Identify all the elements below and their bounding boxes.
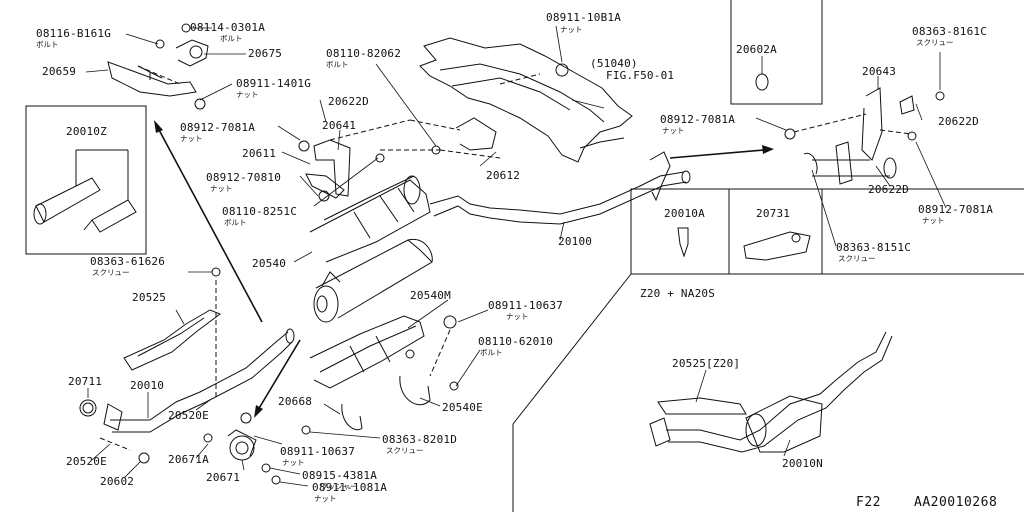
part-label-20100: 20100 — [558, 235, 593, 248]
direction-arrows — [154, 120, 774, 418]
part-label-08912-7081a: 08912-7081A — [660, 113, 736, 126]
annotation-screw: スクリュー — [916, 38, 954, 47]
part-label-20711: 20711 — [68, 375, 103, 388]
part-label-20540: 20540 — [252, 257, 287, 270]
part-label-20622d: 20622D — [328, 95, 369, 108]
part-label-08110-62010: 08110-62010 — [478, 335, 554, 348]
part-label-20659: 20659 — [42, 65, 77, 78]
reference-dashed-lines — [99, 65, 913, 451]
part-label-08915-4381a: 08915-4381A — [302, 469, 378, 482]
tail-pipe-20100 — [429, 151, 691, 225]
annotation-nut: ナット — [210, 184, 233, 193]
part-label-20520e: 20520E — [66, 455, 107, 468]
bracket-20731 — [743, 231, 811, 261]
inset-box-left — [25, 105, 147, 255]
part-label-08116-b161g: 08116-B161G — [36, 27, 112, 40]
part-label-08911-1401g: 08911-1401G — [236, 77, 312, 90]
annotation-screw: スクリュー — [386, 446, 424, 455]
nut-20602a — [755, 73, 769, 91]
annotation-nut: ナット — [314, 494, 337, 503]
part-label-20675: 20675 — [248, 47, 283, 60]
part-label-08911-10637: 08911-10637 — [280, 445, 356, 458]
hanger-assembly-20643 — [803, 87, 915, 185]
model-code: F22 — [856, 495, 881, 510]
leader-lines — [85, 25, 947, 487]
heat-insulator-20540 — [309, 175, 431, 263]
part-label-20643: 20643 — [862, 65, 897, 78]
annotation-bolt: ボルト — [220, 34, 243, 43]
inset-box-top-right — [730, 0, 823, 105]
part-label-20622d: 20622D — [938, 115, 979, 128]
heat-insulator-20525 — [123, 309, 222, 371]
annotation-nut: ナット — [662, 126, 685, 135]
part-label-20602a: 20602A — [736, 43, 777, 56]
sealant-tubes-20010z — [33, 149, 137, 233]
annotation-nut: ナット — [180, 134, 203, 143]
annotation-bolt: ボルト — [326, 60, 349, 69]
part-label-20010: 20010 — [130, 379, 165, 392]
part-label-20520e: 20520E — [168, 409, 209, 422]
annotation-bolt: ボルト — [480, 348, 503, 357]
part-label-20611: 20611 — [242, 147, 277, 160]
part-label-51040: (51040) — [590, 57, 638, 70]
hanger-bracket-20659 — [107, 39, 209, 97]
part-label-08363-61626: 08363-61626 — [90, 255, 166, 268]
part-label-20731: 20731 — [756, 207, 791, 220]
part-label-08912-7081a: 08912-7081A — [918, 203, 994, 216]
floor-crossmember — [419, 37, 633, 163]
annotation-bolt: ボルト — [36, 40, 59, 49]
annotation-bolt: ボルト — [224, 218, 247, 227]
part-label-08363-8161c: 08363-8161C — [912, 25, 988, 38]
part-label-08114-0301a: 08114-0301A — [190, 21, 266, 34]
part-label-08912-70810: 08912-70810 — [206, 171, 282, 184]
bracket-20641 — [305, 117, 497, 199]
part-label-08363-8201d: 08363-8201D — [382, 433, 458, 446]
part-label-20010a: 20010A — [664, 207, 705, 220]
main-muffler — [313, 238, 433, 323]
annotation-screw: スクリュー — [92, 268, 130, 277]
annotation-nut: ナット — [506, 312, 529, 321]
part-label-08911-1081a: 08911-1081A — [312, 481, 388, 494]
annotation-washer: ワッシャー — [320, 482, 358, 491]
annotation-nut: ナット — [560, 25, 583, 34]
front-tube-20010 — [79, 328, 295, 433]
part-label-08912-7081a: 08912-7081A — [180, 121, 256, 134]
annotation-screw: スクリュー — [838, 254, 876, 263]
annotation-nut: ナット — [236, 90, 259, 99]
variant-label-z20: Z20 + NA20S — [640, 287, 716, 300]
part-label-20671: 20671 — [206, 471, 241, 484]
figure-reference: FIG.F50-01 — [606, 69, 675, 82]
part-label-20641: 20641 — [322, 119, 357, 132]
part-label-20668: 20668 — [278, 395, 313, 408]
part-label-20010z: 20010Z — [66, 125, 107, 138]
inset-box-right — [512, 188, 1024, 512]
part-label-20540e: 20540E — [442, 401, 483, 414]
part-label-20602: 20602 — [100, 475, 135, 488]
annotation-nut: ナット — [922, 216, 945, 225]
part-label-20622d: 20622D — [868, 183, 909, 196]
muffler-assembly-20010n — [649, 331, 893, 453]
clip-20010a — [677, 227, 689, 258]
annotation-nut: ナット — [282, 458, 305, 467]
part-label-20612: 20612 — [486, 169, 521, 182]
part-label-08911-10637: 08911-10637 — [488, 299, 564, 312]
part-label-08110-8251c: 08110-8251C — [222, 205, 298, 218]
part-label-08363-8151c: 08363-8151C — [836, 241, 912, 254]
part-label-08110-82062: 08110-82062 — [326, 47, 402, 60]
diagram-code: AA20010268 — [914, 495, 998, 510]
part-label-20540m: 20540M — [410, 289, 451, 302]
part-label-20525: 20525 — [132, 291, 167, 304]
heat-insulator-20540m — [309, 315, 425, 389]
flange-20671 — [227, 429, 257, 461]
part-label-20525-z20: 20525[Z20] — [672, 357, 741, 370]
part-label-08911-10b1a: 08911-10B1A — [546, 11, 622, 24]
part-label-20010n: 20010N — [782, 457, 823, 470]
part-label-20671a: 20671A — [168, 453, 209, 466]
